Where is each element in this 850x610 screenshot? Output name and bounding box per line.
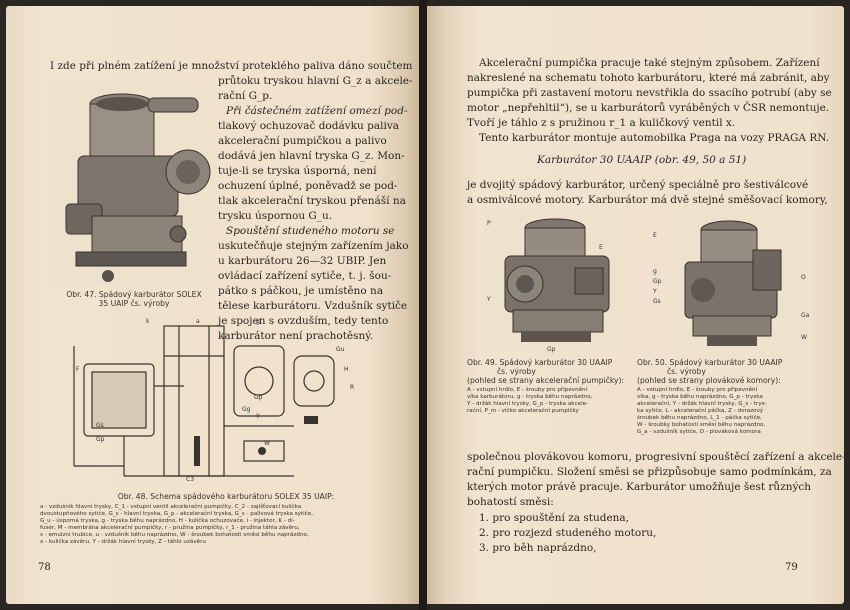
list-item: 1. pro spouštění za studena,: [479, 512, 630, 524]
photo-label: Y: [653, 288, 657, 295]
fig50-legend-line: ka sytiče, L - akcelerační páčka, Z - do…: [637, 408, 764, 414]
schematic-label: F: [76, 366, 80, 373]
body-line: je dvojitý spádový karburátor, určený sp…: [467, 179, 809, 191]
schematic-label: W: [264, 440, 270, 447]
fig50-legend-line: víka, g - tryska běhu naprázdno, G_p - t…: [637, 394, 763, 400]
fig47-caption-line1: Obr. 47. Spádový karburátor SOLEX: [66, 290, 202, 299]
fig49-caption-line: čs. výroby: [497, 367, 536, 376]
body-line: společnou plovákovou komoru, progresivní…: [467, 451, 844, 463]
fig50-caption-line: (pohled se strany plovákové komory):: [637, 376, 781, 385]
carburetor-schematic-fig48: [73, 325, 335, 477]
schematic-label: C3: [186, 476, 195, 483]
schematic-label: g: [256, 318, 260, 325]
fig49-caption-line: Obr. 49. Spádový karburátor 30 UAAIP: [467, 358, 613, 367]
body-line: tlakový ochuzovač dodávku paliva: [218, 120, 400, 132]
body-line: tělese karburátoru. Vzdušník sytiče: [218, 300, 408, 312]
body-line: motor „nepřehltil“), se u karburátorů vy…: [467, 102, 830, 114]
left-page: I zde při plném zatížení je množství pro…: [6, 6, 419, 604]
schematic-label: a: [196, 318, 200, 325]
body-line: uskutečňuje stejným zařízením jako: [218, 240, 409, 252]
schematic-label: Gu: [336, 346, 345, 353]
photo-label: Gp: [547, 346, 556, 353]
body-line: tuje-li se tryska úsporná, není: [218, 165, 377, 177]
body-line: karburátor není prachotěsný.: [218, 330, 374, 342]
photo-label: Y: [487, 296, 491, 303]
body-line: trysku úspornou G_u.: [218, 210, 333, 222]
photo-label: O: [801, 274, 806, 281]
schematic-label: Gp: [254, 394, 263, 401]
fig47-caption-line2: 35 UAIP čs. výroby: [98, 299, 170, 308]
schematic-label: k: [146, 318, 150, 325]
fig50-caption-line: čs. výroby: [667, 367, 706, 376]
page-number-right: 79: [785, 562, 798, 573]
schematic-label: Y: [256, 413, 260, 420]
body-line: a osmiválcové motory. Karburátor má dvě …: [467, 194, 828, 206]
right-page: Akcelerační pumpička pracuje také stejný…: [427, 6, 844, 604]
fig50-legend-line: A - vstupní hrdlo, E - šrouby pro připev…: [637, 387, 758, 393]
body-line: průtoku tryskou hlavní G_z a akcele-: [218, 75, 413, 87]
body-line: bohatostí směsi:: [467, 496, 554, 508]
photo-label: Gp: [653, 278, 662, 285]
body-line: je spojen s ovzduším, tedy tento: [218, 315, 389, 327]
body-line: Akcelerační pumpička pracuje také stejný…: [479, 57, 820, 69]
body-line: kterých motor právě pracuje. Karburátor …: [467, 481, 812, 493]
photo-label: Ga: [801, 312, 810, 319]
photo-label: E: [599, 244, 603, 251]
fig48-legend-line: s - emulzní trubice, u - vzdušník běhu n…: [40, 532, 309, 538]
body-line: Tento karburátor montuje automobilka Pra…: [479, 132, 830, 144]
section-heading: Karburátor 30 UAAIP (obr. 49, 50 a 51): [537, 154, 747, 166]
photo-label: E: [653, 232, 657, 239]
fig48-caption: Obr. 48. Schema spádového karburátoru SO…: [117, 492, 335, 501]
fig48-legend-line: x - kulička závěru, Y - držák hlavní try…: [40, 539, 206, 545]
body-line: ovládací zařízení sytiče, t. j. šou-: [218, 270, 392, 282]
schematic-label: H: [344, 366, 349, 373]
body-line: ochuzení úplné, poněvadž se pod-: [218, 180, 398, 192]
fig49-legend-line: Y - držák hlavní trysky, G_p - tryska ak…: [467, 401, 589, 407]
fig50-legend-line: W - šroubky bohatosti směsi běhu naprázd…: [637, 422, 766, 428]
page-number-left: 78: [38, 562, 51, 573]
body-line: u karburátoru 26—32 UBIP. Jen: [218, 255, 387, 267]
body-line: akcelerační pumpičkou a palivo: [218, 135, 387, 147]
photo-label: Gs: [653, 298, 661, 305]
schematic-label: Gs: [96, 422, 104, 429]
body-line: nakreslené na schematu tohoto karburátor…: [467, 72, 830, 84]
body-line: dodává jen hlavní tryska G_z. Mon-: [218, 150, 405, 162]
list-item: 2. pro rozjezd studeného motoru,: [479, 527, 657, 539]
photo-label: W: [801, 334, 807, 341]
body-line: rační pumpičku. Složení směsi se přizpůs…: [467, 466, 832, 478]
body-line: tlak akcelerační tryskou přenáší na: [218, 195, 406, 207]
body-line: Spouštění studeného motoru se: [226, 225, 395, 237]
fig49-legend-line: rační, P_m - víčko akcelerační pumpičky: [467, 408, 579, 414]
fig48-legend-line: dvoustupňového sytiče, G_s - hlavní trys…: [40, 511, 313, 517]
book-spine: [419, 0, 427, 610]
schematic-label: R: [350, 384, 355, 391]
fig49-caption-line: (pohled se strany akcelerační pumpičky):: [467, 376, 624, 385]
schematic-label: Gp: [96, 436, 105, 443]
body-line: Při částečném zatížení omezí pod-: [226, 105, 408, 117]
body-line: pátko s páčkou, je umístěno na: [218, 285, 384, 297]
body-line: rační G_p.: [218, 90, 273, 102]
fig49-legend-line: víka karburátoru, g - tryska běhu napráz…: [467, 394, 593, 400]
body-line: pumpička při zastavení motoru nevstřikla…: [467, 87, 832, 99]
fig50-legend-line: akcelerační, Y - držák hlavní trysky, G_…: [637, 401, 767, 407]
fig48-legend-line: G_u - úsporná tryska, g - tryska běhu na…: [40, 518, 295, 524]
photo-label: P: [487, 220, 491, 227]
fig48-legend-line: a - vzdušník hlavní trysky, C_1 - vstupn…: [40, 504, 302, 510]
fig50-legend-line: G_a - vzdušník sytiče, O - plováková kom…: [637, 429, 761, 435]
fig49-legend-line: A - vstupní hrdlo, E - šrouby pro připev…: [467, 387, 588, 393]
carburetor-photo-fig49: [485, 210, 625, 352]
carburetor-photo-fig50: [667, 210, 797, 352]
photo-label: g: [653, 268, 657, 275]
list-item: 3. pro běh naprázdno,: [479, 542, 597, 554]
fig50-legend-line: šroubek běhu naprázdno, L_1 - páčka syti…: [637, 415, 762, 421]
body-line: I zde při plném zatížení je množství pro…: [50, 60, 413, 72]
carburetor-photo-fig47: [48, 86, 216, 286]
schematic-label: Gg: [242, 406, 251, 413]
fig50-caption-line: Obr. 50. Spádový karburátor 30 UAAIP: [637, 358, 783, 367]
fig48-legend-line: fusér, M - membrána akcelerační pumpičky…: [40, 525, 300, 531]
body-line: Tvoří je táhlo z s pružinou r_1 a kuličk…: [467, 117, 736, 129]
